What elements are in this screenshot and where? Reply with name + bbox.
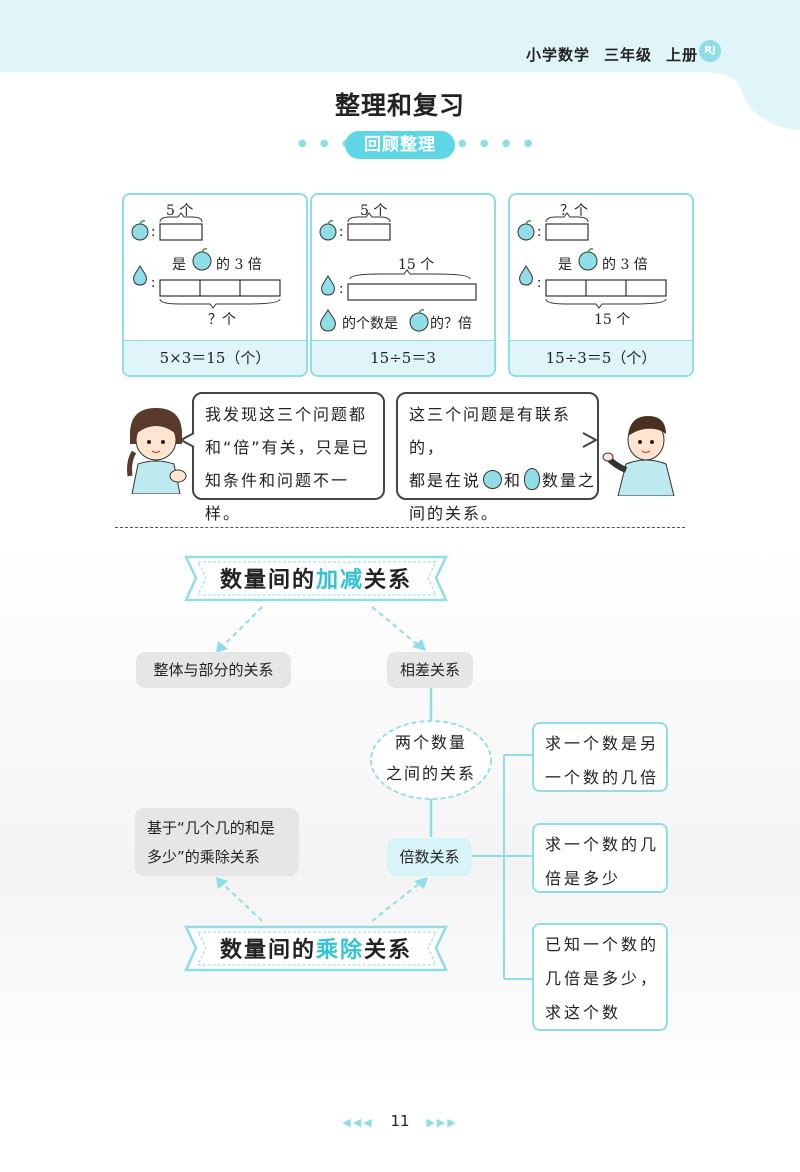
girl-illustration: [127, 408, 187, 494]
center-line-1: 两个数量: [394, 733, 467, 752]
mindmap-connectors: [184, 555, 532, 980]
page-number-bar: ◀◀◀ 11 ▶▶▶: [0, 1112, 800, 1130]
type-3-line-3: 求这个数: [545, 1003, 622, 1022]
card-2-top-count: 5 个: [360, 203, 388, 219]
boy-line-2a: 都是在说: [409, 471, 482, 490]
sum-of-line-1: 基于“几个几的和是: [147, 819, 275, 837]
dots-decoration-right: ● ● ● ●: [458, 138, 538, 149]
section-pill: 回顾整理: [345, 131, 455, 159]
left-arrows-icon: ◀◀◀: [342, 1116, 374, 1129]
book-info: 小学数学三年级上册: [526, 44, 712, 65]
boy-line-2b: 和: [504, 471, 523, 490]
boy-line-2c: 数量之: [542, 471, 597, 490]
boy-bubble-tail: [582, 432, 597, 448]
sum-of-line-2: 多少”的乘除关系: [147, 848, 260, 866]
right-arrows-icon: ▶▶▶: [426, 1116, 458, 1129]
card-2-question-a: 的个数是: [342, 316, 398, 332]
type-1-line-2: 一个数的几倍: [545, 768, 660, 787]
header-banner: [0, 0, 800, 130]
page-title: 整理和复习: [334, 91, 465, 120]
card-1-bottom-label: ？个: [208, 312, 236, 328]
sum-of-multiples-node: 基于“几个几的和是 多少”的乘除关系: [135, 808, 299, 876]
card-1-diagram: : :: [131, 212, 281, 309]
type-box-1: 求一个数是另 一个数的几倍: [532, 722, 668, 792]
girl-speech-bubble: 我发现这三个问题都 和“倍”有关，只是已 知条件和问题不一样。: [192, 392, 385, 523]
card-2-question-b: 的？倍: [430, 316, 472, 332]
grade-label: 三年级: [604, 46, 653, 64]
card-3-times: 的 3 倍: [602, 257, 648, 273]
card-3-top-count: ？个: [560, 203, 588, 219]
add-sub-post: 关系: [364, 568, 413, 593]
svg-text::: :: [151, 225, 155, 240]
boy-line-2: 都是在说 和数量之: [409, 464, 597, 497]
boy-illustration: [602, 416, 675, 496]
boy-line-1: 这三个问题是有联系的，: [409, 405, 572, 457]
page-number: 11: [390, 1112, 410, 1130]
section-divider: [115, 527, 685, 528]
svg-text::: :: [151, 276, 155, 291]
card-1-relation: 是: [172, 257, 186, 273]
girl-line-1: 我发现这三个问题都: [205, 405, 368, 424]
mul-div-pre: 数量间的: [219, 938, 316, 963]
difference-node: 相差关系: [387, 652, 473, 688]
mul-div-highlight-1: 乘: [315, 938, 340, 963]
add-sub-pre: 数量间的: [219, 568, 316, 593]
card-2-diagram: : :: [319, 212, 477, 332]
center-node: 两个数量 之间的关系: [372, 727, 490, 789]
card-3-bottom-label: 15 个: [594, 312, 631, 328]
svg-text::: :: [537, 225, 541, 240]
mul-div-relation-title: 数量间的乘除关系: [186, 932, 446, 964]
girl-bubble-tail: [180, 432, 195, 448]
center-line-2: 之间的关系: [385, 764, 476, 783]
card-1-top-count: 5 个: [166, 203, 194, 219]
svg-text::: :: [537, 276, 541, 291]
boy-speech-bubble: 这三个问题是有联系的， 都是在说 和数量之 间的关系。: [396, 392, 599, 523]
add-sub-relation-title: 数量间的加减关系: [186, 562, 446, 594]
volume-label: 上册: [666, 46, 699, 64]
type-1-line-1: 求一个数是另: [545, 734, 660, 753]
dots-decoration-left: ● ● ● ●: [298, 138, 378, 149]
type-box-3: 已知一个数的 几倍是多少， 求这个数: [532, 923, 668, 1031]
add-sub-highlight: 加减: [315, 568, 364, 593]
edition-badge: RJ: [699, 40, 721, 62]
boy-line-3: 间的关系。: [409, 504, 500, 523]
problem-card-3: : : ？个 是 的 3 倍 15 个 15÷3＝5（个）: [508, 193, 694, 377]
type-3-line-2: 几倍是多少，: [545, 969, 660, 988]
type-2-line-1: 求一个数的几: [545, 835, 660, 854]
card-1-formula: 5×3＝15（个）: [124, 340, 306, 375]
mul-div-highlight-2: 除: [340, 938, 365, 963]
type-2-line-2: 倍是多少: [545, 869, 622, 888]
svg-text::: :: [339, 225, 343, 240]
mul-div-post: 关系: [364, 938, 413, 963]
whole-part-node: 整体与部分的关系: [136, 652, 291, 688]
problem-card-1: : : 5 个 是 的 3 倍 ？个 5×3＝15（个）: [122, 193, 308, 377]
type-box-2: 求一个数的几 倍是多少: [532, 823, 668, 893]
problem-card-2: : : 5 个 15 个 的个数是 的？倍 15÷5＝3: [310, 193, 496, 377]
card-2-formula: 15÷5＝3: [312, 340, 494, 375]
subject-label: 小学数学: [526, 46, 591, 64]
pear-icon: [524, 468, 541, 490]
svg-text::: :: [339, 282, 343, 297]
card-3-diagram: : :: [517, 212, 667, 309]
multiple-node: 倍数关系: [387, 838, 472, 876]
girl-line-2: 和“倍”有关，只是已: [205, 438, 370, 457]
apple-icon: [483, 470, 503, 489]
card-1-times: 的 3 倍: [216, 257, 262, 273]
type-3-line-1: 已知一个数的: [545, 935, 660, 954]
card-2-mid-count: 15 个: [398, 257, 435, 273]
card-3-relation: 是: [558, 257, 572, 273]
girl-line-3: 知条件和问题不一样。: [205, 471, 350, 523]
card-3-formula: 15÷3＝5（个）: [510, 340, 692, 375]
